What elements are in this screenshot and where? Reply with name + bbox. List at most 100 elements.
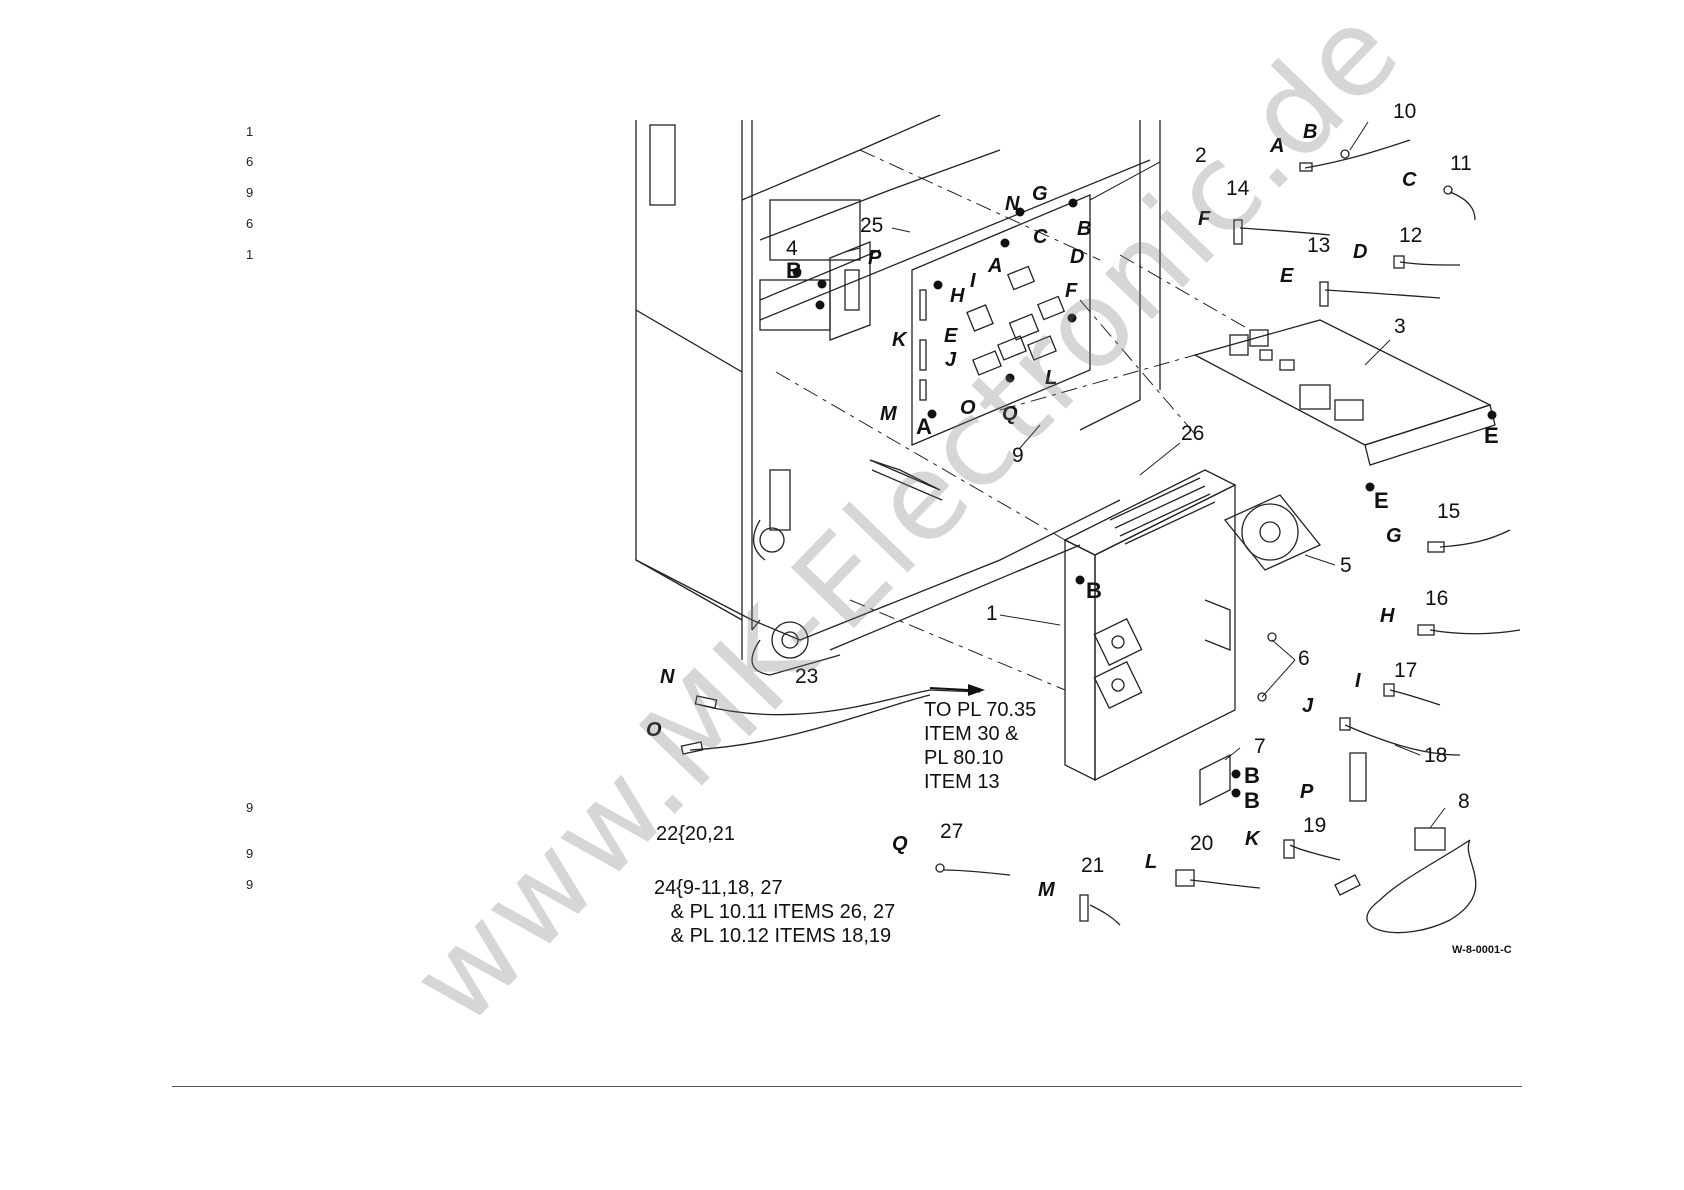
- kit-note-line: & PL 10.11 ITEMS 26, 27: [654, 901, 896, 923]
- connector-letter-d: D: [1070, 246, 1084, 268]
- callout-12: 12: [1399, 224, 1422, 247]
- dashed-leaders: [775, 149, 1251, 691]
- callout-20: 20: [1190, 832, 1213, 855]
- connector-letter-b: B: [1244, 788, 1260, 813]
- connector-letter-d: D: [1353, 241, 1367, 263]
- callout-6: 6: [1298, 647, 1310, 670]
- kit-note-line: & PL 10.12 ITEMS 18,19: [654, 925, 892, 947]
- cable-assemblies: [935, 139, 1521, 934]
- margin-number: 9: [246, 800, 254, 815]
- connection-dots: [792, 198, 1497, 798]
- connector-letter-f: F: [1065, 280, 1078, 302]
- margin-number: 6: [246, 216, 254, 231]
- connector-letter-c: C: [1402, 169, 1417, 191]
- callout-5: 5: [1340, 554, 1352, 577]
- connector-letter-n: N: [660, 666, 675, 688]
- connector-letter-o: O: [646, 719, 662, 741]
- connector-letter-e: E: [1280, 265, 1294, 287]
- margin-number: 1: [246, 124, 254, 139]
- connector-letter-a: A: [1269, 135, 1284, 157]
- callout-19: 19: [1303, 814, 1326, 837]
- callout-27: 27: [940, 820, 963, 843]
- connector-letter-j: J: [1302, 695, 1314, 717]
- connector-letter-m: M: [880, 403, 898, 425]
- connector-letter-f: F: [1198, 208, 1211, 230]
- callout-10: 10: [1393, 100, 1416, 123]
- connector-letter-b: B: [1244, 763, 1260, 788]
- footer-divider: [172, 1086, 1522, 1087]
- connector-letter-e: E: [1374, 488, 1389, 513]
- connector-letter-g: G: [1032, 183, 1048, 205]
- margin-number: 9: [246, 846, 254, 861]
- connector-letter-l: L: [1145, 851, 1157, 873]
- routing-note-line: PL 80.10: [924, 747, 1004, 769]
- kit-note-line: 22{20,21: [656, 823, 735, 845]
- routing-note-line: ITEM 13: [924, 771, 1000, 793]
- power-supply: [1063, 469, 1237, 782]
- connector-letter-b: B: [1303, 121, 1317, 143]
- connector-letter-i: I: [970, 270, 976, 292]
- callout-1: 1: [986, 602, 998, 625]
- callout-16: 16: [1425, 587, 1448, 610]
- callout-9: 9: [1012, 444, 1024, 467]
- callout-11: 11: [1450, 152, 1472, 175]
- routing-note-line: TO PL 70.35: [924, 699, 1037, 721]
- connector-letter-b: B: [786, 258, 802, 283]
- callout-17: 17: [1394, 659, 1417, 682]
- callout-23: 23: [795, 665, 818, 688]
- routing-note-line: ITEM 30 &: [924, 723, 1019, 745]
- callout-3: 3: [1394, 315, 1406, 338]
- connector-letter-c: C: [1033, 226, 1048, 248]
- routing-note: TO PL 70.35 ITEM 30 & PL 80.10 ITEM 13: [924, 698, 1036, 794]
- connector-letter-p: P: [868, 247, 882, 269]
- connector-letter-b: B: [1086, 578, 1102, 603]
- callout-14: 14: [1226, 177, 1250, 200]
- connector-letter-q: Q: [892, 833, 908, 855]
- connector-letter-n: N: [1005, 193, 1020, 215]
- connector-letter-e: E: [944, 325, 958, 347]
- connector-letter-a: A: [916, 414, 932, 439]
- kit-note-22: 22{20,21: [656, 822, 735, 846]
- pwb-board: [1193, 319, 1496, 466]
- kit-note-24: 24{9-11,18, 27 & PL 10.11 ITEMS 26, 27 &…: [654, 876, 895, 948]
- connector-letter-h: H: [950, 285, 965, 307]
- connector-letter-i: I: [1355, 670, 1361, 692]
- arrow-to-pl: [929, 684, 985, 696]
- connector-letter-a: A: [987, 255, 1002, 277]
- margin-number: 6: [246, 154, 254, 169]
- callout-4: 4: [786, 237, 798, 260]
- connector-letter-q: Q: [1002, 403, 1018, 425]
- connector-letter-b: B: [1077, 218, 1091, 240]
- connector-letter-m: M: [1038, 879, 1056, 901]
- connector-letter-g: G: [1386, 525, 1402, 547]
- control-board-pwb: [911, 194, 1091, 446]
- callout-13: 13: [1307, 234, 1330, 257]
- connector-letter-l: L: [1045, 367, 1057, 389]
- callout-7: 7: [1254, 735, 1266, 758]
- connector-letter-o: O: [960, 397, 976, 419]
- connector-letter-k: K: [892, 329, 908, 351]
- margin-number: 1: [246, 247, 254, 262]
- connector-letter-j: J: [945, 349, 957, 371]
- callout-25: 25: [860, 214, 883, 237]
- mounting-bracket: [1199, 753, 1231, 807]
- callout-21: 21: [1081, 854, 1104, 877]
- margin-number: 9: [246, 185, 254, 200]
- callout-15: 15: [1437, 500, 1460, 523]
- connector-letter-e: E: [1484, 423, 1499, 448]
- screws: [1257, 632, 1277, 702]
- bracket: [829, 241, 871, 341]
- kit-note-line: 24{9-11,18, 27: [654, 877, 783, 899]
- callout-26: 26: [1181, 422, 1204, 445]
- connector-letter-k: K: [1245, 828, 1261, 850]
- connector-letter-p: P: [1300, 781, 1314, 803]
- callout-2: 2: [1195, 144, 1207, 167]
- connector-letter-h: H: [1380, 605, 1395, 627]
- margin-number: 9: [246, 877, 254, 892]
- callout-18: 18: [1424, 744, 1447, 767]
- drawing-id: W-8-0001-C: [1452, 944, 1512, 956]
- cooling-fan: [1223, 494, 1322, 571]
- callout-leaders: [844, 121, 1446, 829]
- callout-8: 8: [1458, 790, 1470, 813]
